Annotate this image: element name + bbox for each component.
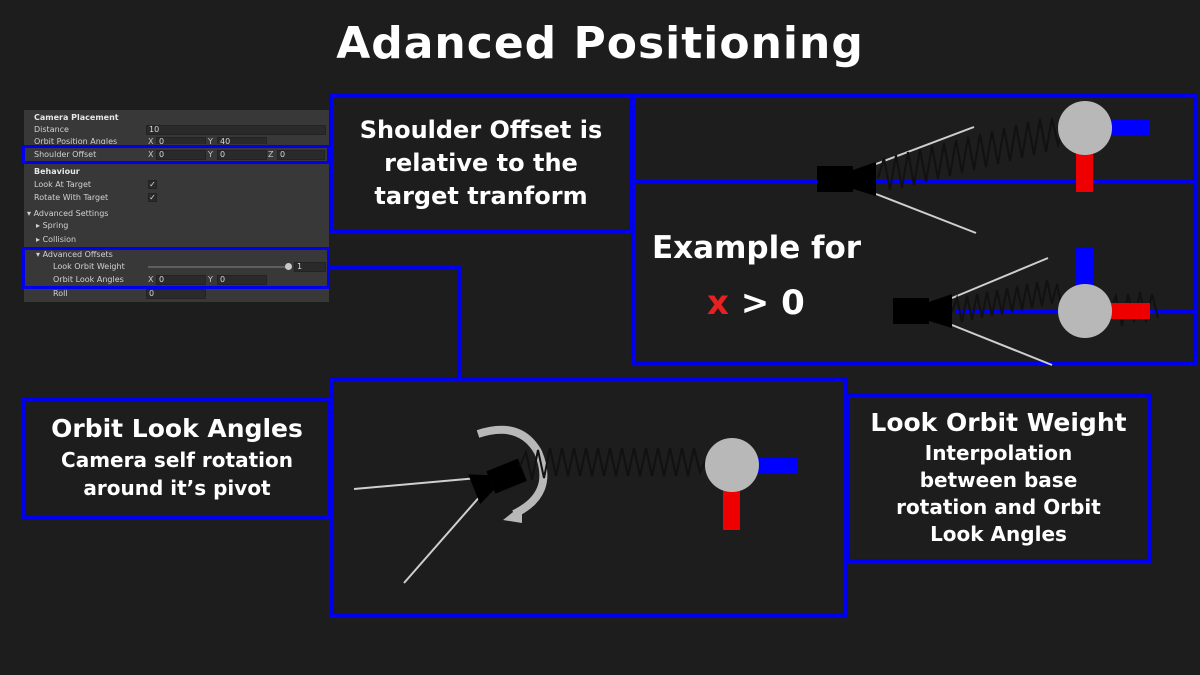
camera-icon-body [817,166,853,192]
view-frustum-line [951,324,1053,366]
example-label: Example for [652,230,862,266]
example-x-symbol: x [707,283,729,323]
example-panel [631,93,1197,365]
target-sphere [705,438,759,492]
camera-icon-lens [468,474,494,505]
orbit-look-angles-row: Orbit Look Angles X 0 Y 0 [24,274,329,286]
distance-field[interactable]: 10 [146,125,326,135]
roll-row: Roll 0 [24,288,329,300]
camera-icon-lens [853,162,876,196]
roll-field[interactable]: 0 [146,289,206,299]
example-condition: x > 0 [707,283,805,323]
orbit-look-x-field[interactable]: 0 [156,275,206,285]
example-condition-rest: > 0 [740,283,805,323]
orbit-look-y-field[interactable]: 0 [217,275,267,285]
view-frustum-line [875,126,975,165]
distance-label: Distance [34,125,69,134]
spring-coil [877,117,1065,191]
foldout-closed-icon: ▸ [36,221,43,230]
shoulder-offset-x-field[interactable]: 0 [156,150,206,160]
look-orbit-weight-slider-handle[interactable] [285,263,292,270]
example-rig-top [636,101,1195,234]
shoulder-offset-label: Shoulder Offset [34,150,97,159]
connector-line [330,266,461,380]
camera-icon [468,458,527,505]
view-frustum-line [353,477,479,490]
foldout-open-icon: ▾ [27,209,34,218]
shoulder-offset-highlight [22,145,330,164]
behaviour-header: Behaviour [34,167,80,176]
rotation-arrow-head [503,505,522,523]
target-sphere [1058,101,1112,155]
shoulder-offset-z-field[interactable]: 0 [277,150,325,160]
orbit-look-rig [353,425,797,584]
orbit-look-angles-title: Orbit Look Angles [51,414,303,443]
distance-row: Distance 10 [24,124,329,136]
camera-icon-lens [929,294,952,328]
view-frustum-line [403,493,483,584]
spring-foldout[interactable]: ▸ Spring [36,221,69,230]
camera-inspector-panel: Camera Placement Distance 10 Orbit Posit… [24,110,329,302]
view-frustum-line [951,257,1049,299]
camera-icon-body [893,298,929,324]
orbit-look-angles-callout-text: Orbit Look Angles Camera self rotation a… [26,412,328,502]
rotate-with-target-checkbox[interactable]: ✓ [148,193,157,202]
spring-coil [951,279,1063,323]
look-at-target-label: Look At Target [34,180,92,189]
look-at-target-row: Look At Target ✓ [24,179,329,191]
orbit-position-x-field[interactable]: 0 [156,137,206,144]
page-title: Adanced Positioning [336,18,864,69]
look-orbit-weight-field[interactable]: 1 [294,262,326,272]
look-orbit-weight-label: Look Orbit Weight [53,262,125,271]
collision-foldout[interactable]: ▸ Collision [36,235,77,244]
advanced-offsets-highlight [22,247,330,289]
shoulder-offset-callout-text: Shoulder Offset is relative to the targe… [359,116,603,210]
look-orbit-weight-slider-track[interactable] [148,266,288,268]
look-orbit-weight-title: Look Orbit Weight [870,408,1127,437]
rotate-with-target-row: Rotate With Target ✓ [24,192,329,204]
advanced-settings-foldout[interactable]: ▾ Advanced Settings [27,209,109,218]
orbit-position-y-field[interactable]: 40 [217,137,267,144]
camera-icon-body [486,458,527,494]
shoulder-offset-row: Shoulder Offset X 0 Y 0 Z 0 [24,149,329,161]
roll-label: Roll [53,289,68,298]
look-orbit-weight-callout [845,393,1152,563]
foldout-open-icon: ▾ [36,250,43,259]
orbit-position-angles-label: Orbit Position Angles [34,137,118,144]
look-orbit-weight-callout-text: Look Orbit Weight Interpolation between … [849,406,1148,548]
orbit-position-angles-row: Orbit Position Angles X 0 Y 40 [24,136,329,144]
target-sphere [1058,284,1112,338]
look-orbit-weight-row: Look Orbit Weight 1 [24,261,329,273]
foldout-closed-icon: ▸ [36,235,43,244]
view-frustum-line [875,193,977,234]
orbit-look-angles-label: Orbit Look Angles [53,275,124,284]
advanced-offsets-foldout[interactable]: ▾ Advanced Offsets [36,250,113,259]
look-at-target-checkbox[interactable]: ✓ [148,180,157,189]
rotate-with-target-label: Rotate With Target [34,193,109,202]
spring-coil [519,447,707,481]
example-rig-bottom [893,247,1196,366]
camera-placement-header: Camera Placement [34,113,119,122]
shoulder-offset-y-field[interactable]: 0 [217,150,267,160]
